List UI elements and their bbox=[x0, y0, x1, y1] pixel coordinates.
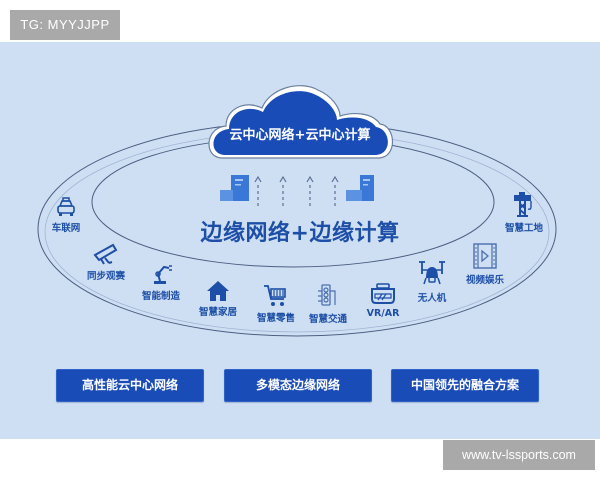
vr-headset-icon bbox=[371, 283, 395, 304]
node-label: 视频娱乐 bbox=[465, 275, 504, 286]
cloud-label: 云中心网络+云中心计算 bbox=[229, 128, 371, 143]
upload-arrows bbox=[254, 175, 339, 206]
leading-converged-solution-button[interactable]: 中国领先的融合方案 bbox=[391, 369, 539, 402]
node-drone: 无人机 bbox=[412, 258, 452, 304]
node-label: 智慧家居 bbox=[198, 307, 237, 318]
node-smart-construction: 智慧工地 bbox=[500, 190, 548, 234]
crane-icon bbox=[514, 192, 532, 217]
cloud-icon bbox=[208, 85, 393, 159]
high-performance-cloud-network-button[interactable]: 高性能云中心网络 bbox=[56, 369, 204, 402]
traffic-light-icon bbox=[318, 284, 336, 306]
server-icon-right bbox=[346, 175, 374, 201]
node-label: 车联网 bbox=[51, 223, 81, 234]
node-vr-ar: VR/AR bbox=[362, 282, 404, 319]
node-smart-manufacturing: 智能制造 bbox=[136, 262, 186, 302]
watermark-bottom: www.tv-lssports.com bbox=[443, 440, 595, 470]
node-label: VR/AR bbox=[366, 308, 400, 319]
node-smart-traffic: 智慧交通 bbox=[304, 283, 352, 325]
node-smart-home: 智慧家居 bbox=[195, 280, 241, 318]
home-icon bbox=[207, 281, 229, 301]
node-sync-viewing: 同步观赛 bbox=[81, 242, 131, 282]
node-label: 无人机 bbox=[417, 293, 447, 304]
node-smart-retail: 智慧零售 bbox=[252, 284, 300, 324]
edge-title: 边缘网络+边缘计算 bbox=[200, 221, 400, 246]
robot-arm-icon bbox=[154, 265, 172, 284]
video-play-icon bbox=[473, 243, 497, 269]
camera-icon bbox=[93, 243, 118, 265]
node-label: 同步观赛 bbox=[86, 271, 125, 282]
server-icon-left bbox=[220, 175, 249, 201]
shopping-cart-icon bbox=[264, 285, 286, 306]
node-video-entertainment: 视频娱乐 bbox=[460, 242, 510, 286]
watermark-top: TG: MYYJJPP bbox=[10, 10, 120, 40]
node-label: 智能制造 bbox=[141, 291, 180, 302]
node-label: 智慧工地 bbox=[504, 223, 543, 234]
node-label: 智慧零售 bbox=[256, 313, 295, 324]
drone-icon bbox=[419, 261, 445, 285]
multimodal-edge-network-button[interactable]: 多模态边缘网络 bbox=[224, 369, 372, 402]
car-icon bbox=[57, 197, 75, 216]
node-car-network: 车联网 bbox=[46, 196, 86, 234]
node-label: 智慧交通 bbox=[308, 314, 347, 325]
